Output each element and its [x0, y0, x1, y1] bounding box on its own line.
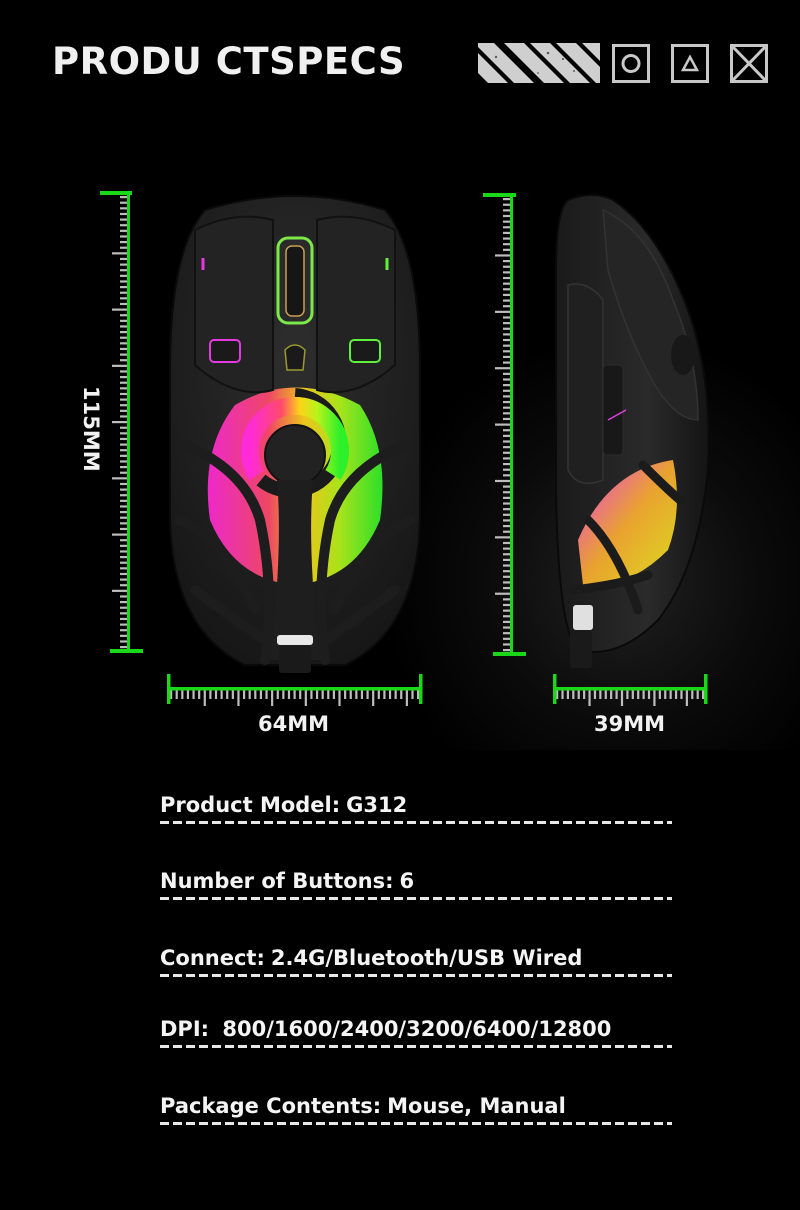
page-title: PRODU CTSPECS	[52, 40, 406, 83]
spec-number-of-buttons: Number of Buttons:6	[160, 869, 675, 900]
spec-dpi: DPI: 800/1600/2400/3200/6400/12800	[160, 1017, 675, 1048]
spec-label: DPI:	[160, 1017, 210, 1041]
spec-connect: Connect:2.4G/Bluetooth/USB Wired	[160, 946, 675, 977]
triangle-box-icon	[671, 44, 709, 83]
length-label: 115MM	[79, 386, 103, 472]
dashed-divider	[160, 897, 672, 900]
width-label: 64MM	[258, 712, 330, 736]
dashed-divider	[160, 1045, 672, 1048]
spec-package-contents: Package Contents:Mouse, Manual	[160, 1094, 675, 1125]
mouse-top-view	[165, 190, 425, 680]
spec-value: G312	[346, 793, 408, 817]
spec-value: 6	[399, 869, 415, 893]
cross-box-icon	[730, 44, 768, 83]
spec-label: Connect:	[160, 946, 265, 970]
spec-label: Product Model:	[160, 793, 341, 817]
hazard-stripes-icon	[478, 43, 600, 83]
height-label: 39MM	[594, 712, 666, 736]
spec-label: Package Contents:	[160, 1094, 382, 1118]
dashed-divider	[160, 1122, 672, 1125]
mouse-side-view	[548, 190, 723, 680]
circle-box-icon	[612, 44, 650, 83]
spec-product-model: Product Model:G312	[160, 793, 675, 824]
spec-value: Mouse, Manual	[387, 1094, 566, 1118]
dashed-divider	[160, 821, 672, 824]
spec-value: 2.4G/Bluetooth/USB Wired	[270, 946, 583, 970]
spec-value: 800/1600/2400/3200/6400/12800	[215, 1017, 612, 1041]
spec-label: Number of Buttons:	[160, 869, 394, 893]
dashed-divider	[160, 974, 672, 977]
